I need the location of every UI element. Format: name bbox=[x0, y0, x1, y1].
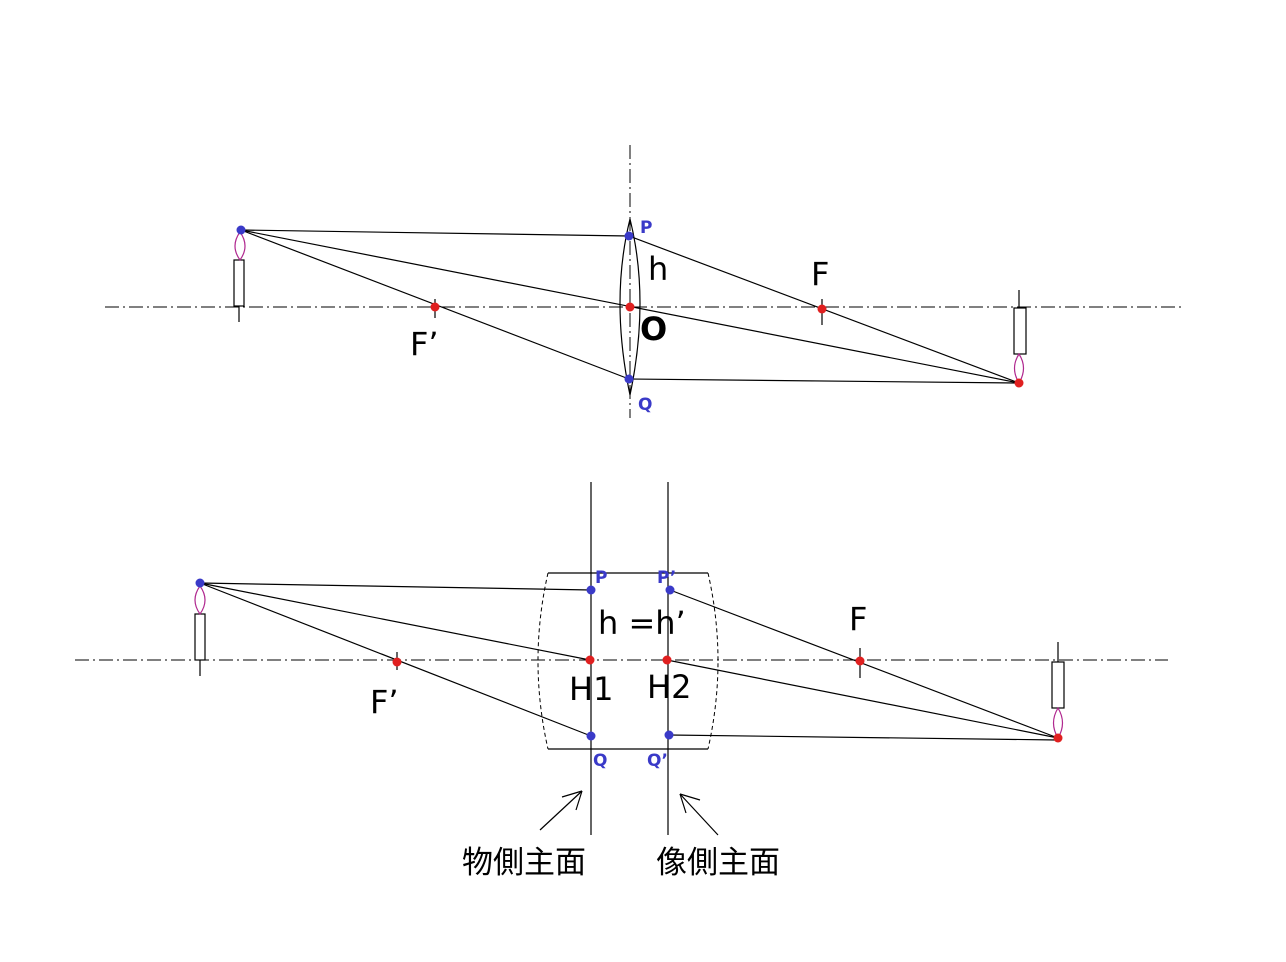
label-f: F bbox=[811, 255, 829, 293]
ray-focal-out bbox=[668, 734, 1059, 741]
point-p bbox=[586, 585, 596, 595]
object-flame bbox=[234, 230, 246, 262]
image-candle-top bbox=[1013, 290, 1027, 385]
label-p: P bbox=[595, 568, 607, 588]
point-f-prime bbox=[392, 657, 402, 667]
label-q: Q bbox=[593, 751, 607, 771]
image-tip-point bbox=[1014, 378, 1024, 388]
point-h1 bbox=[585, 655, 595, 665]
thin-lens-diagram: P Q O h F F’ bbox=[105, 145, 1183, 418]
label-f-prime: F’ bbox=[410, 325, 439, 363]
point-f bbox=[817, 304, 827, 314]
point-p-prime bbox=[665, 585, 675, 595]
ray-parallel-out bbox=[669, 589, 1059, 739]
point-o bbox=[625, 302, 635, 312]
object-tip-point bbox=[195, 578, 205, 588]
ray-parallel-in bbox=[240, 229, 630, 237]
ray-parallel-in bbox=[199, 582, 592, 591]
label-h1: H1 bbox=[569, 670, 613, 708]
object-candle-bottom bbox=[194, 584, 206, 676]
point-h2 bbox=[662, 655, 672, 665]
label-f-prime: F’ bbox=[370, 683, 399, 721]
label-f: F bbox=[849, 600, 867, 638]
label-o: O bbox=[640, 310, 667, 348]
point-q bbox=[586, 731, 596, 741]
thick-lens-shape bbox=[537, 572, 719, 750]
arrow-object-plane bbox=[539, 790, 583, 831]
label-h-equals-h-prime: h =h’ bbox=[598, 604, 686, 642]
ray-nodal-in bbox=[199, 582, 591, 661]
label-q-prime: Q’ bbox=[647, 751, 668, 771]
label-image-principal-plane: 像側主面 bbox=[656, 845, 780, 881]
object-flame bbox=[194, 584, 206, 616]
object-candle-top bbox=[233, 230, 246, 322]
label-object-principal-plane: 物側主面 bbox=[462, 845, 586, 881]
image-tip-point bbox=[1053, 733, 1063, 743]
point-q bbox=[624, 374, 634, 384]
label-p: P bbox=[640, 218, 652, 238]
thin-lens-shape bbox=[619, 218, 641, 396]
ray-nodal-out bbox=[666, 659, 1059, 739]
point-p bbox=[624, 231, 634, 241]
label-h: h bbox=[648, 250, 668, 288]
object-tip-point bbox=[236, 225, 246, 235]
image-candle-bottom bbox=[1051, 642, 1065, 740]
point-f bbox=[855, 656, 865, 666]
point-f-prime bbox=[430, 302, 440, 312]
label-p-prime: P’ bbox=[657, 568, 676, 588]
arrow-image-plane bbox=[679, 793, 719, 836]
point-q-prime bbox=[664, 730, 674, 740]
thick-lens-diagram: P P’ Q Q’ h =h’ H1 H2 F F’ 物側主面 像側主面 bbox=[75, 482, 1168, 881]
label-q: Q bbox=[638, 395, 652, 415]
ray-focal-out bbox=[628, 378, 1020, 384]
label-h2: H2 bbox=[647, 668, 691, 706]
